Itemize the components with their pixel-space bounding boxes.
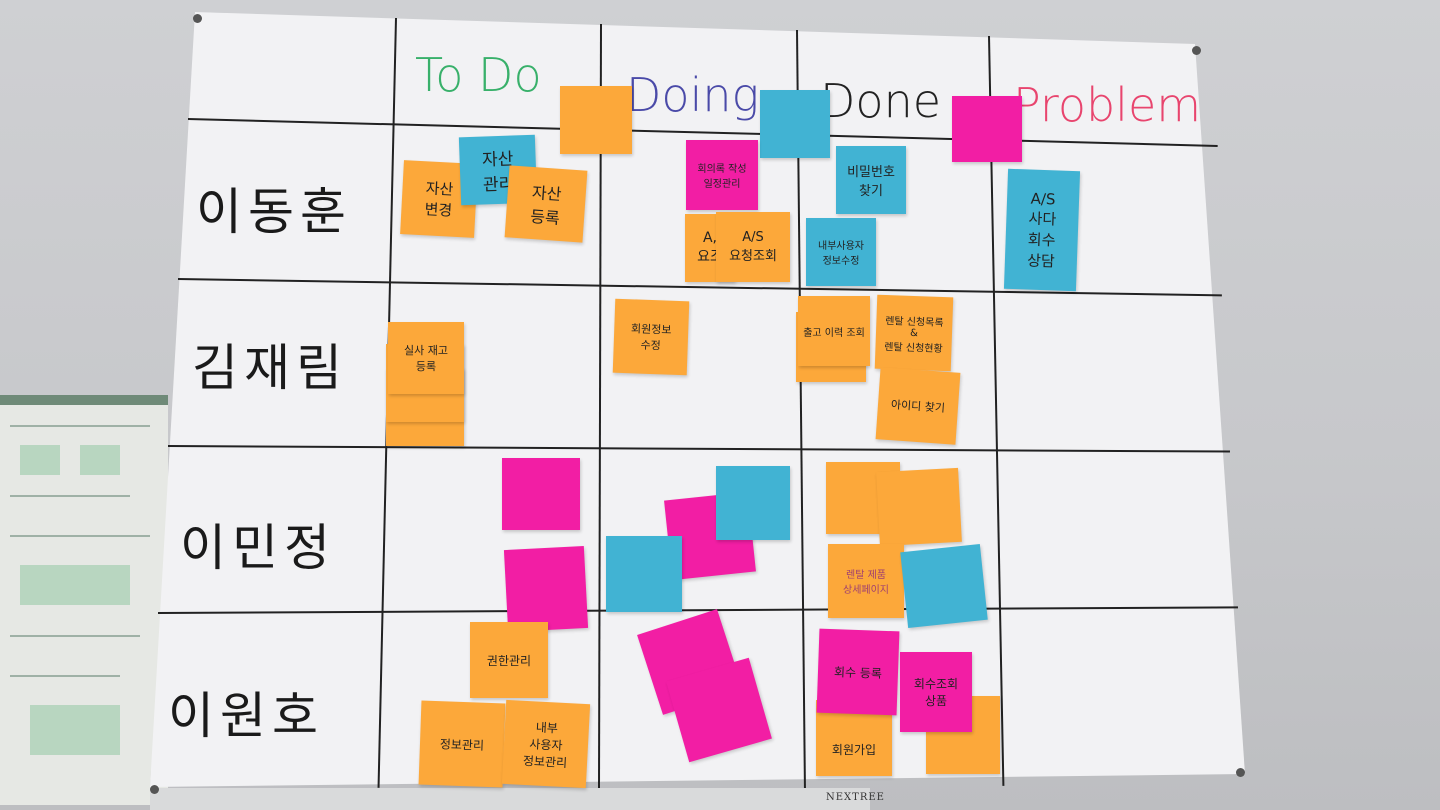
column-header-problem: Problem xyxy=(1013,78,1202,132)
pin xyxy=(1236,768,1245,777)
sticky-note: A/S 사다 회수 상담 xyxy=(1003,168,1081,292)
sticky-note xyxy=(502,458,580,530)
sticky-note: 아이디 찾기 xyxy=(875,367,961,445)
legend-note-pink xyxy=(952,96,1022,162)
sticky-note: 렌탈 신청목록 & 렌탈 신청현황 xyxy=(874,294,954,372)
wall-poster xyxy=(0,395,168,805)
sticky-note xyxy=(876,467,962,547)
sticky-note xyxy=(606,536,682,612)
column-header-doing: Doing xyxy=(626,68,760,122)
legend-note-orange xyxy=(560,86,632,154)
sticky-note xyxy=(503,545,589,633)
sticky-note: 실사 재고 등록 xyxy=(388,322,464,394)
row-name-2: 김재림 xyxy=(192,339,348,397)
sticky-note: 비밀번호 찾기 xyxy=(836,146,906,214)
column-header-todo: To Do xyxy=(415,48,542,102)
sticky-note: 회원가입 xyxy=(831,742,877,757)
sticky-note: A/S 요청조회 xyxy=(716,212,790,282)
pin xyxy=(1192,46,1201,55)
legend-note-blue xyxy=(760,90,830,158)
sticky-note: 자산 등록 xyxy=(504,165,588,243)
sticky-note: 내부 사용자 정보관리 xyxy=(501,699,591,789)
row-name-4: 이원호 xyxy=(168,687,324,745)
sticky-note: 내부사용자 정보수정 xyxy=(806,218,876,286)
footer-logo: NEXTREE xyxy=(826,792,885,803)
sticky-note: 권한관리 xyxy=(470,622,548,698)
row-name-1: 이동훈 xyxy=(196,183,352,241)
pin xyxy=(193,14,202,23)
sticky-note xyxy=(900,544,988,628)
sticky-note: 정보관리 xyxy=(418,700,506,788)
sticky-note: 회의록 작성 일정관리 xyxy=(686,140,758,210)
footer-strip xyxy=(150,788,870,810)
sticky-note: 회원정보 수정 xyxy=(612,298,690,376)
sticky-note: 회수조회 상품 xyxy=(900,652,972,732)
row-name-3: 이민정 xyxy=(180,519,336,577)
sticky-note: 렌탈 제품 상세페이지 xyxy=(828,544,904,618)
column-header-done: Done xyxy=(820,74,942,128)
sticky-note: 출고 이력 조회 xyxy=(798,296,870,366)
sticky-note: 회수 등록 xyxy=(816,628,900,716)
pin xyxy=(150,785,159,794)
sticky-note xyxy=(716,466,790,540)
